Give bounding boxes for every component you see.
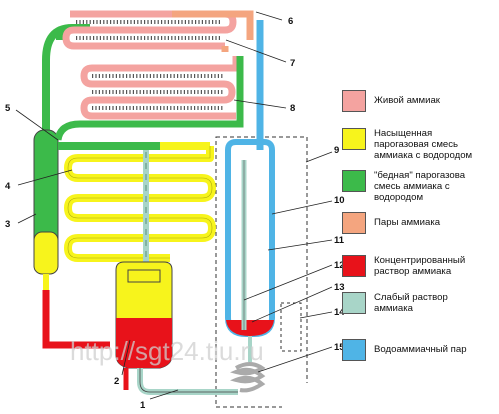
callout-13: 13 — [334, 282, 345, 293]
blank-panel — [282, 383, 452, 409]
absorber-serpentine — [64, 146, 216, 262]
evaporator-coil — [80, 56, 240, 120]
callout-2: 2 — [114, 376, 119, 387]
legend-swatch-red — [342, 255, 366, 277]
legend-swatch-green — [342, 170, 366, 192]
leader-8 — [233, 99, 287, 109]
legend-swatch-mint — [342, 292, 366, 314]
leader-12 — [243, 264, 333, 301]
leader-lines — [15, 11, 333, 400]
leader-5 — [15, 109, 59, 141]
callout-11: 11 — [334, 235, 345, 246]
legend-item-ammonia-vapor: Пары аммиака — [342, 212, 440, 234]
callout-7: 7 — [290, 58, 295, 69]
legend-item-living-ammonia: Живой аммиак — [342, 90, 440, 112]
legend-label: Концентрированный раствор аммиака — [374, 255, 466, 277]
leader-2 — [121, 339, 131, 376]
leader-1 — [149, 389, 179, 400]
legend-label: Слабый раствор аммиака — [374, 292, 448, 314]
absorber-tank-yellow — [33, 231, 59, 275]
leader-13 — [251, 286, 333, 323]
callout-10: 10 — [334, 195, 345, 206]
legend-swatch-salmon — [342, 212, 366, 234]
condenser-fins — [76, 20, 220, 40]
callout-1: 1 — [140, 400, 146, 411]
callout-8: 8 — [290, 103, 295, 114]
legend-item-concentrated: Концентрированный раствор аммиака — [342, 255, 465, 277]
generator-red-base — [226, 320, 274, 336]
legend-item-poor-mix: "бедная" парогазова смесь аммиака с водо… — [342, 170, 465, 203]
callout-14: 14 — [334, 307, 345, 318]
weak-solution-outline — [139, 368, 238, 393]
legend-item-water-ammonia-vapor: Водоаммиачный пар — [342, 339, 467, 361]
legend-label: Водоаммиачный пар — [374, 344, 467, 355]
weak-solution-bottom-line — [137, 368, 238, 395]
generator-outer — [225, 139, 275, 337]
watermark-text: http://sgt24.tiu.ru — [70, 336, 264, 366]
callout-9: 9 — [334, 145, 339, 156]
leader-3 — [17, 213, 37, 224]
serpentine-outline — [67, 146, 213, 259]
legend-label: "бедная" парогазова смесь аммиака с водо… — [374, 170, 466, 203]
generator-coil — [230, 362, 266, 393]
callout-12: 12 — [334, 260, 345, 271]
receiver-neck — [127, 269, 161, 283]
receiver-red-fill — [116, 318, 172, 368]
leader-9 — [305, 151, 333, 163]
legend-swatch-blue — [342, 339, 366, 361]
small-dashed-frame — [280, 302, 302, 352]
leader-7 — [225, 39, 287, 63]
leader-10 — [271, 200, 333, 215]
callout-3: 3 — [5, 219, 10, 230]
leader-4 — [17, 169, 73, 186]
leader-6 — [255, 11, 283, 21]
condenser-top-coil — [62, 10, 237, 50]
legend-label: Насыщенная парогазовая смесь аммиака с в… — [374, 128, 473, 161]
leader-14 — [299, 311, 333, 319]
legend-item-saturated-mix: Насыщенная парогазовая смесь аммиака с в… — [342, 128, 472, 161]
legend-swatch-pink — [342, 90, 366, 112]
callout-4: 4 — [5, 181, 11, 192]
legend-swatch-yellow — [342, 128, 366, 150]
leader-15 — [257, 346, 333, 373]
callout-5: 5 — [5, 103, 11, 114]
leader-11 — [267, 239, 333, 251]
salmon-vapor-line — [172, 10, 254, 52]
red-return-line — [42, 290, 110, 349]
evaporator-fins — [92, 74, 224, 110]
legend-item-weak-solution: Слабый раствор аммиака — [342, 292, 448, 314]
poor-gas-line — [54, 56, 244, 141]
legend-label: Живой аммиак — [374, 95, 440, 106]
legend-label: Пары аммиака — [374, 217, 441, 228]
callout-15: 15 — [334, 342, 345, 353]
callout-6: 6 — [288, 16, 293, 27]
